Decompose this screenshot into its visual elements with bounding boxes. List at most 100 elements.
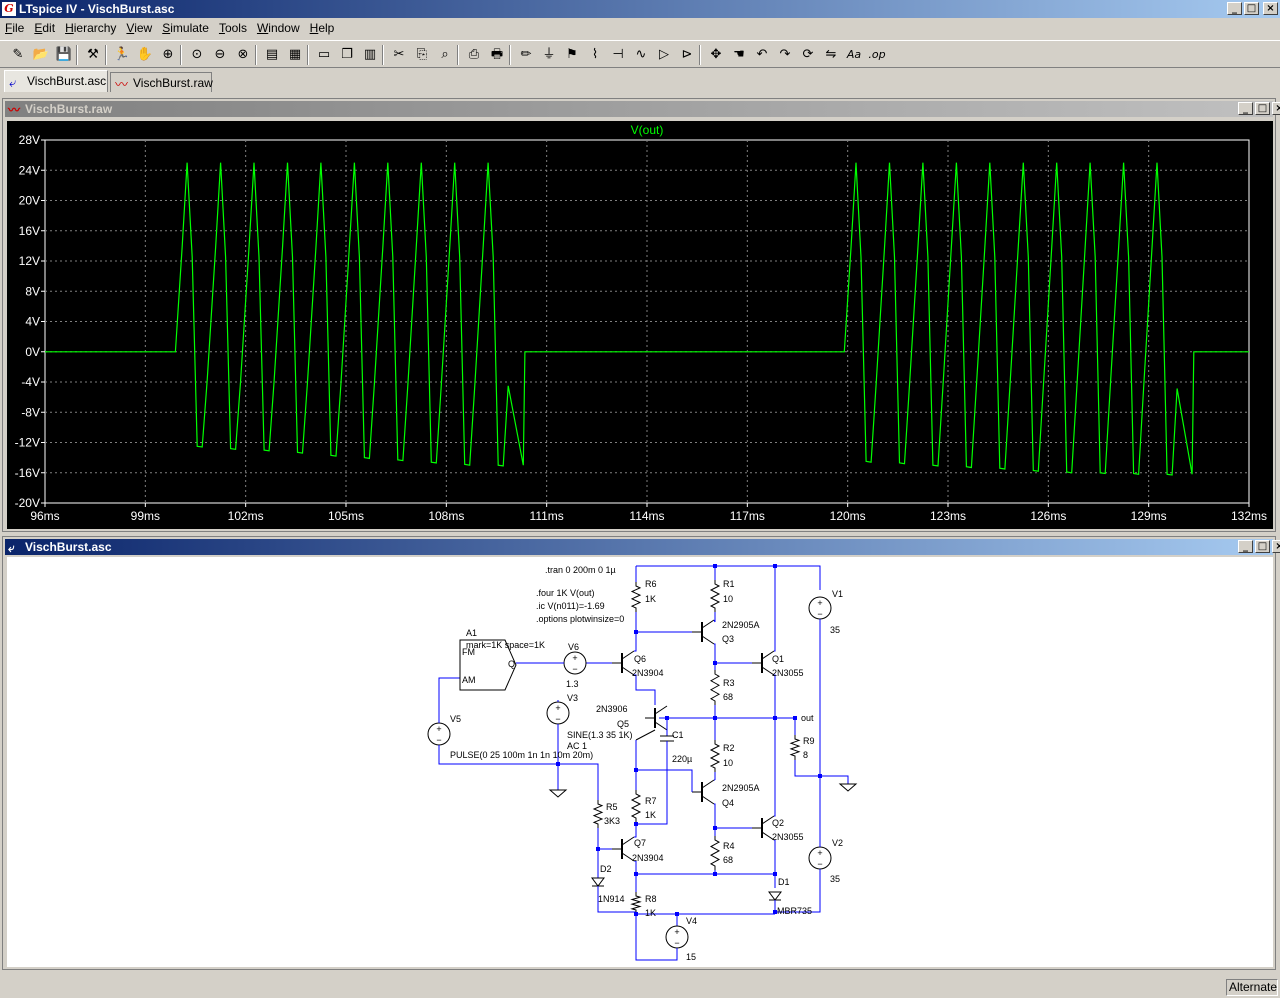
menu-simulate[interactable]: Simulate bbox=[157, 19, 214, 38]
component-name: Q1 bbox=[772, 654, 784, 664]
diode-d1 bbox=[768, 891, 782, 901]
component-value: 1K bbox=[645, 594, 656, 604]
move-icon[interactable]: ✥ bbox=[710, 47, 722, 62]
source-plus: + bbox=[817, 598, 822, 608]
copy-icon[interactable]: ⎘ bbox=[416, 47, 428, 62]
cut-icon[interactable]: ✂ bbox=[393, 47, 405, 62]
undo-icon[interactable]: ↶ bbox=[756, 47, 768, 62]
zoom-full-icon[interactable]: ⊗ bbox=[237, 47, 249, 62]
cascade-icon[interactable]: ❐ bbox=[341, 47, 353, 62]
menu-label: iew bbox=[134, 21, 153, 35]
inductor-icon[interactable]: ∿ bbox=[635, 47, 647, 62]
capacitor-icon[interactable]: ⊣ bbox=[612, 47, 624, 62]
menu-help[interactable]: Help bbox=[305, 19, 340, 38]
schematic-window-titlebar[interactable]: ⤶ VischBurst.asc _ □ × bbox=[5, 539, 1280, 555]
zoom-in-icon[interactable]: ⊕ bbox=[162, 47, 174, 62]
y-tick-label: -16V bbox=[15, 466, 40, 480]
menu-label: dit bbox=[42, 21, 56, 35]
menu-hierarchy[interactable]: Hierarchy bbox=[60, 19, 121, 38]
run-icon[interactable]: 🏃 bbox=[113, 47, 131, 62]
ground-icon[interactable]: ⏚ bbox=[542, 47, 556, 62]
open-icon[interactable]: 📂 bbox=[32, 47, 50, 62]
waveform-window-titlebar[interactable]: 〰 VischBurst.raw _ □ × bbox=[5, 101, 1280, 117]
minimize-button[interactable]: _ bbox=[1227, 2, 1242, 15]
plot-svg[interactable]: 28V24V20V16V12V8V4V0V-4V-8V-12V-16V-20V9… bbox=[7, 121, 1273, 529]
control-panel-icon[interactable]: ⚒ bbox=[87, 47, 99, 62]
spice-directive-icon[interactable]: .op bbox=[868, 48, 886, 61]
menu-accelerator: W bbox=[256, 21, 269, 35]
draw-wire-icon[interactable]: ✏ bbox=[520, 47, 532, 62]
tab-vischburst-raw[interactable]: 〰 VischBurst.raw bbox=[110, 72, 213, 92]
maximize-button[interactable]: □ bbox=[1255, 102, 1270, 115]
status-bar: Alternate bbox=[0, 977, 1280, 998]
new-schematic-icon[interactable]: ✎ bbox=[12, 47, 24, 62]
component-name: R9 bbox=[803, 736, 815, 746]
menu-file[interactable]: File bbox=[0, 19, 29, 38]
close-button[interactable]: × bbox=[1272, 540, 1280, 553]
zoom-out-icon[interactable]: ⊖ bbox=[214, 47, 226, 62]
minimize-button[interactable]: _ bbox=[1238, 540, 1253, 553]
transistor-q7-collector bbox=[621, 836, 635, 846]
x-tick-label: 123ms bbox=[930, 509, 966, 523]
toolbar: ✎ 📂 💾 ⚒ 🏃 ✋ ⊕ ⊙ ⊖ ⊗ ▤ ▦ ▭ ❐ ▥ ✂ ⎘ ⌕ ⎙ 🖶 ✏ ⏚ ⚑ ⌇ ⊣ ∿ ▷ ⊳ ✥ ☚ ↶ ↷ ⟳ ⇋ Aa .op bbox=[0, 40, 1280, 68]
component-name: Q6 bbox=[634, 654, 646, 664]
label-net-icon[interactable]: ⚑ bbox=[566, 47, 578, 62]
y-tick-label: -8V bbox=[21, 405, 40, 419]
wire bbox=[597, 886, 636, 913]
resistor-r7 bbox=[630, 790, 642, 822]
spice-directive: .options plotwinsize=0 bbox=[536, 614, 624, 624]
tile-horizontal-icon[interactable]: ▭ bbox=[317, 47, 331, 62]
waveform-window-title: VischBurst.raw bbox=[25, 102, 113, 116]
print-icon[interactable]: 🖶 bbox=[490, 47, 504, 62]
save-icon[interactable]: 💾 bbox=[55, 47, 73, 62]
grid-icon[interactable]: ▦ bbox=[288, 47, 302, 62]
wire bbox=[714, 803, 716, 828]
component-value: 1K bbox=[645, 908, 656, 918]
component-value: 68 bbox=[723, 855, 733, 865]
close-button[interactable]: × bbox=[1272, 102, 1280, 115]
component-value: AC 1 bbox=[567, 741, 587, 751]
text-icon[interactable]: Aa bbox=[846, 48, 862, 61]
resistor-icon[interactable]: ⌇ bbox=[591, 47, 599, 62]
rotate-icon[interactable]: ⟳ bbox=[802, 47, 814, 62]
mirror-icon[interactable]: ⇋ bbox=[825, 47, 837, 62]
schematic-canvas[interactable]: .tran 0 200m 0 1µ.four 1K V(out).ic V(n0… bbox=[7, 557, 1273, 967]
source-minus: − bbox=[572, 664, 577, 674]
minimize-button[interactable]: _ bbox=[1238, 102, 1253, 115]
component-name: V5 bbox=[450, 714, 461, 724]
menu-edit[interactable]: Edit bbox=[29, 19, 60, 38]
transistor-q3-collector bbox=[701, 619, 715, 629]
component-name: A1 bbox=[466, 628, 477, 638]
pin-label: FM bbox=[462, 647, 475, 657]
close-button[interactable]: × bbox=[1263, 2, 1278, 15]
drag-icon[interactable]: ☚ bbox=[733, 47, 745, 62]
component-icon[interactable]: ⊳ bbox=[681, 47, 693, 62]
tab-vischburst-asc[interactable]: ⤶ VischBurst.asc bbox=[4, 70, 108, 92]
diode-icon[interactable]: ▷ bbox=[659, 47, 669, 62]
x-tick-label: 126ms bbox=[1030, 509, 1066, 523]
component-name: R4 bbox=[723, 841, 735, 851]
autorange-icon[interactable]: ▤ bbox=[265, 47, 279, 62]
zoom-pan-icon[interactable]: ⊙ bbox=[191, 47, 203, 62]
redo-icon[interactable]: ↷ bbox=[779, 47, 791, 62]
component-value: 1N914 bbox=[598, 894, 625, 904]
waveform-icon: 〰 bbox=[115, 77, 129, 92]
find-icon[interactable]: ⌕ bbox=[441, 47, 449, 62]
y-tick-label: 12V bbox=[19, 254, 40, 268]
print-preview-icon[interactable]: ⎙ bbox=[468, 47, 480, 62]
source-plus: + bbox=[674, 927, 679, 937]
maximize-button[interactable]: □ bbox=[1244, 2, 1259, 15]
menu-tools[interactable]: Tools bbox=[214, 19, 252, 38]
junction bbox=[773, 872, 777, 876]
schematic-svg[interactable]: .tran 0 200m 0 1µ.four 1K V(out).ic V(n0… bbox=[7, 557, 1273, 967]
halt-icon[interactable]: ✋ bbox=[136, 47, 154, 62]
tile-vertical-icon[interactable]: ▥ bbox=[363, 47, 377, 62]
menu-view[interactable]: View bbox=[121, 19, 157, 38]
app-title-bar[interactable]: G LTspice IV - VischBurst.asc _ □ × bbox=[0, 0, 1280, 18]
transistor-q6-emitter bbox=[621, 666, 635, 676]
maximize-button[interactable]: □ bbox=[1255, 540, 1270, 553]
schematic-icon: ⤶ bbox=[8, 541, 15, 555]
menu-window[interactable]: Window bbox=[252, 19, 305, 38]
component-name: V2 bbox=[832, 838, 843, 848]
